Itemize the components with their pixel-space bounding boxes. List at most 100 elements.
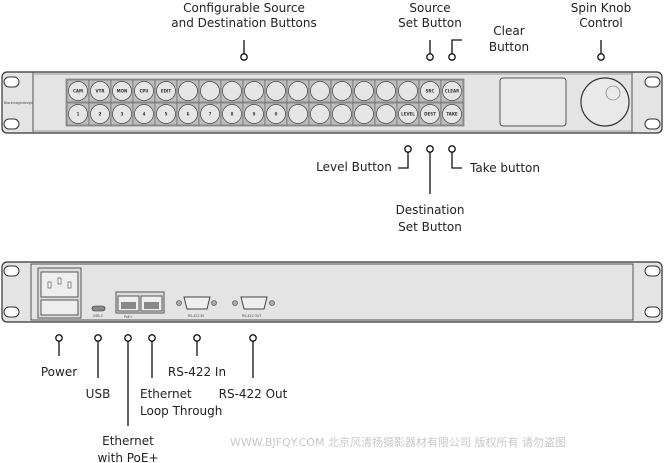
panel-button[interactable] <box>176 79 200 103</box>
panel-button[interactable] <box>352 79 376 103</box>
label-eth-loop: Loop Through <box>140 404 222 418</box>
svg-text:USB-C: USB-C <box>93 314 104 318</box>
button-label: 7 <box>209 112 212 117</box>
panel-button[interactable]: 8 <box>220 102 244 126</box>
label-spin-knob: Control <box>579 16 622 30</box>
svg-text:RS-422 OUT: RS-422 OUT <box>242 314 261 318</box>
callout-labels: Configurable Source and Destination Butt… <box>41 1 631 463</box>
panel-button[interactable]: MON <box>110 79 134 103</box>
label-rs-in: RS-422 In <box>168 365 226 379</box>
button-label: LEVEL <box>401 112 415 117</box>
watermark: WWW.BJFQY.COM 北京风清扬摄影器材有限公司 版权所有 请勿盗图 <box>230 435 566 449</box>
button-label: EDIT <box>161 89 172 94</box>
panel-button[interactable] <box>220 79 244 103</box>
button-label: TAKE <box>446 112 458 117</box>
button-label: 2 <box>99 112 102 117</box>
rack-hole <box>3 76 20 88</box>
label-eth-poe: with PoE+ <box>97 451 158 463</box>
panel-button[interactable]: 3 <box>110 102 134 126</box>
usb-c-port[interactable]: USB-C <box>91 305 106 318</box>
label-take: Take button <box>469 161 540 175</box>
panel-button[interactable]: 9 <box>242 102 266 126</box>
panel-button[interactable] <box>330 79 354 103</box>
panel-button[interactable]: 7 <box>198 102 222 126</box>
panel-button[interactable] <box>242 79 266 103</box>
panel-button[interactable]: 1 <box>66 102 90 126</box>
button-label: 6 <box>187 112 190 117</box>
panel-button[interactable] <box>264 79 288 103</box>
rs422-in-port[interactable]: RS-422 IN <box>176 296 217 318</box>
button-label: 8 <box>231 112 234 117</box>
label-power: Power <box>41 365 77 379</box>
panel-button[interactable]: CAM <box>66 79 90 103</box>
panel-button[interactable] <box>352 102 376 126</box>
panel-button[interactable]: 5 <box>154 102 178 126</box>
rack-hole <box>3 306 20 318</box>
panel-button[interactable]: 6 <box>176 102 200 126</box>
button-label: 0 <box>275 112 278 117</box>
label-rs-out: RS-422 Out <box>219 387 288 401</box>
panel-button[interactable] <box>308 102 332 126</box>
button-label: 5 <box>165 112 168 117</box>
button-label: CAM <box>73 89 83 94</box>
panel-button[interactable] <box>286 102 310 126</box>
panel-button[interactable]: VTR <box>88 79 112 103</box>
rack-hole <box>644 306 661 318</box>
button-label: CPU <box>139 89 148 94</box>
ethernet-ports[interactable]: PoE+ <box>115 291 165 319</box>
label-configurable: Configurable Source <box>183 1 305 15</box>
panel-button[interactable]: EDIT <box>154 79 178 103</box>
rack-hole <box>3 118 20 130</box>
svg-text:RS-422 IN: RS-422 IN <box>188 314 204 318</box>
panel-button[interactable]: TAKE <box>440 102 464 126</box>
panel-button[interactable]: 4 <box>132 102 156 126</box>
rack-hole <box>644 118 661 130</box>
panel-button[interactable] <box>308 79 332 103</box>
button-label: 3 <box>121 112 124 117</box>
panel-button[interactable] <box>330 102 354 126</box>
label-clear: Button <box>489 40 529 54</box>
button-label: 9 <box>253 112 256 117</box>
label-source-set: Set Button <box>398 16 462 30</box>
spin-knob[interactable] <box>580 77 630 127</box>
button-label: DEST <box>424 112 436 117</box>
panel-button[interactable]: 0 <box>264 102 288 126</box>
label-clear: Clear <box>493 24 524 38</box>
front-panel: Blackmagicdesign CAM VTR MON CPU EDIT SRC CLEA… <box>1 71 663 134</box>
label-usb: USB <box>86 387 111 401</box>
panel-button[interactable]: LEVEL <box>396 102 420 126</box>
label-eth-loop: Ethernet <box>140 387 192 401</box>
rs422-out-port[interactable]: RS-422 OUT <box>232 296 275 318</box>
callout-lines <box>55 39 605 426</box>
label-spin-knob: Spin Knob <box>571 1 631 15</box>
label-destination: Destination <box>396 203 465 217</box>
svg-text:PoE+: PoE+ <box>124 315 133 319</box>
label-configurable: and Destination Buttons <box>171 16 317 30</box>
panel-button[interactable]: 2 <box>88 102 112 126</box>
rack-hole <box>644 265 661 277</box>
panel-button[interactable]: CPU <box>132 79 156 103</box>
panel-button[interactable] <box>396 79 420 103</box>
label-level: Level Button <box>316 160 392 174</box>
button-label: SRC <box>426 89 435 94</box>
panel-button[interactable]: DEST <box>418 102 442 126</box>
panel-button[interactable] <box>286 79 310 103</box>
rack-hole <box>3 265 20 277</box>
panel-button[interactable] <box>374 79 398 103</box>
lcd-display <box>499 77 567 127</box>
button-label: VTR <box>96 89 105 94</box>
rear-panel: USB-C PoE+ RS-422 IN RS-422 OUT <box>1 261 663 323</box>
spin-knob-dimple <box>605 85 621 101</box>
button-grid: CAM VTR MON CPU EDIT SRC CLEAR 1 2 3 4 5 6 7 8 9 0 LEVEL D… <box>66 79 464 126</box>
logo: Blackmagicdesign <box>4 101 33 105</box>
label-source-set: Source <box>409 1 450 15</box>
panel-button[interactable] <box>198 79 222 103</box>
power-connector[interactable] <box>37 267 82 319</box>
panel-button[interactable] <box>374 102 398 126</box>
label-destination: Set Button <box>398 220 462 234</box>
button-label: 1 <box>77 112 80 117</box>
panel-button[interactable]: CLEAR <box>440 79 464 103</box>
panel-button[interactable]: SRC <box>418 79 442 103</box>
